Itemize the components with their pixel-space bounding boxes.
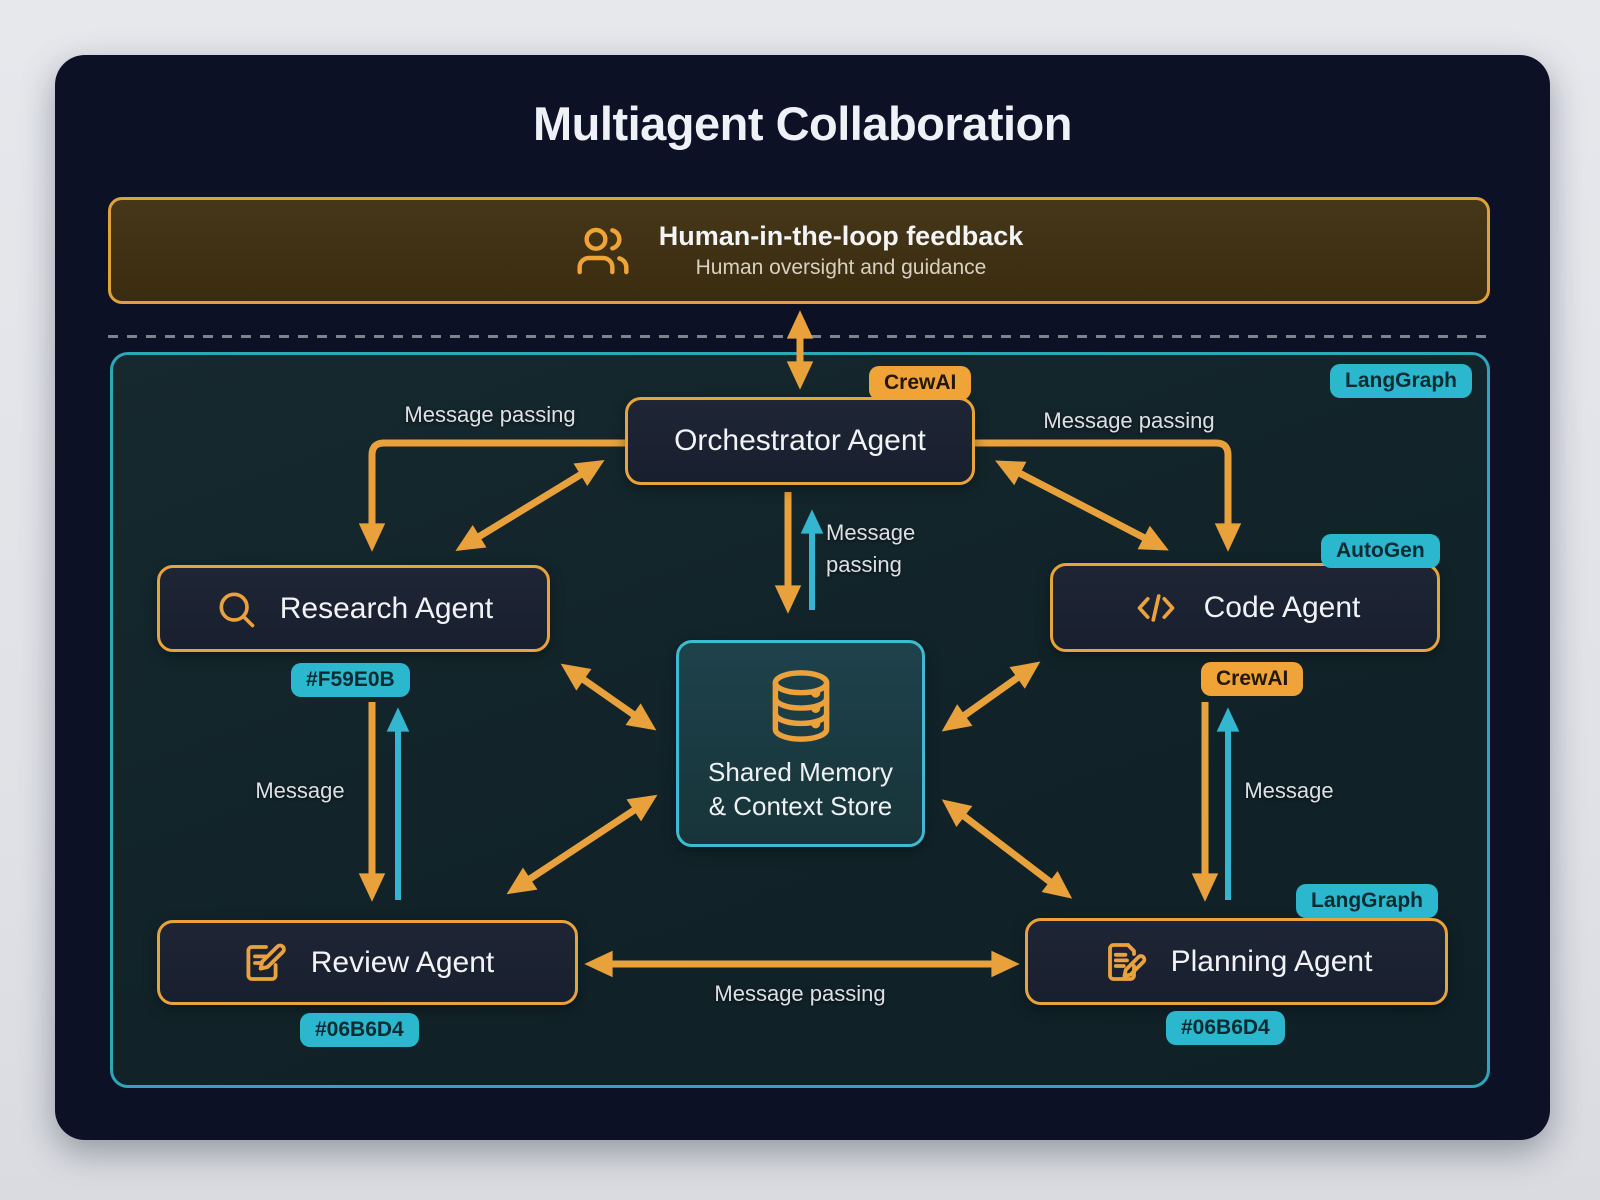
- review-agent-box: Review Agent: [157, 920, 578, 1005]
- planning-agent-box: Planning Agent: [1025, 918, 1448, 1005]
- code-crewai-badge: CrewAI: [1201, 662, 1304, 696]
- shared-store-box: Shared Memory & Context Store: [676, 640, 925, 847]
- shared-store-label-line2: & Context Store: [708, 790, 893, 821]
- edge-label-orchestrator-store-line2: passing: [826, 552, 902, 577]
- code-framework-badge: AutoGen: [1321, 534, 1440, 568]
- orchestrator-agent-label: Orchestrator Agent: [674, 424, 926, 457]
- database-icon: [760, 665, 842, 747]
- shared-store-label-line1: Shared Memory: [708, 756, 893, 787]
- orchestrator-framework-badge: CrewAI: [869, 366, 972, 400]
- file-pen-icon: [1101, 938, 1149, 986]
- planning-framework-badge: LangGraph: [1296, 884, 1439, 918]
- research-color-badge: #F59E0B: [291, 663, 410, 697]
- edge-label-research-review: Message: [255, 778, 345, 803]
- research-agent-label: Research Agent: [279, 591, 494, 625]
- edge-label-orchestrator-research: Message passing: [404, 402, 576, 427]
- human-feedback-text: Human-in-the-loop feedback Human oversig…: [659, 221, 1024, 280]
- human-feedback-box: Human-in-the-loop feedback Human oversig…: [108, 197, 1490, 304]
- dashed-divider: [108, 335, 1490, 338]
- orchestrator-agent-box: Orchestrator Agent: [625, 397, 975, 485]
- page-title: Multiagent Collaboration: [533, 97, 1072, 150]
- code-agent-box: Code Agent: [1050, 563, 1440, 652]
- review-color-badge: #06B6D4: [300, 1013, 419, 1047]
- search-icon: [214, 587, 258, 631]
- review-agent-label: Review Agent: [310, 945, 495, 979]
- planning-agent-label: Planning Agent: [1170, 944, 1373, 978]
- users-icon: [575, 223, 631, 279]
- edge-label-code-planning: Message: [1244, 778, 1334, 803]
- human-feedback-subtitle: Human oversight and guidance: [695, 256, 987, 279]
- research-agent-box: Research Agent: [157, 565, 550, 652]
- container-framework-badge: LangGraph: [1330, 364, 1473, 398]
- code-icon: [1130, 586, 1182, 630]
- edge-label-orchestrator-store-line1: Message: [826, 520, 916, 545]
- note-pen-icon: [241, 939, 289, 987]
- code-agent-label: Code Agent: [1203, 590, 1361, 624]
- edge-label-review-planning: Message passing: [714, 981, 886, 1006]
- human-feedback-title: Human-in-the-loop feedback: [658, 221, 1024, 251]
- edge-label-orchestrator-code: Message passing: [1043, 408, 1215, 433]
- planning-color-badge: #06B6D4: [1166, 1011, 1285, 1045]
